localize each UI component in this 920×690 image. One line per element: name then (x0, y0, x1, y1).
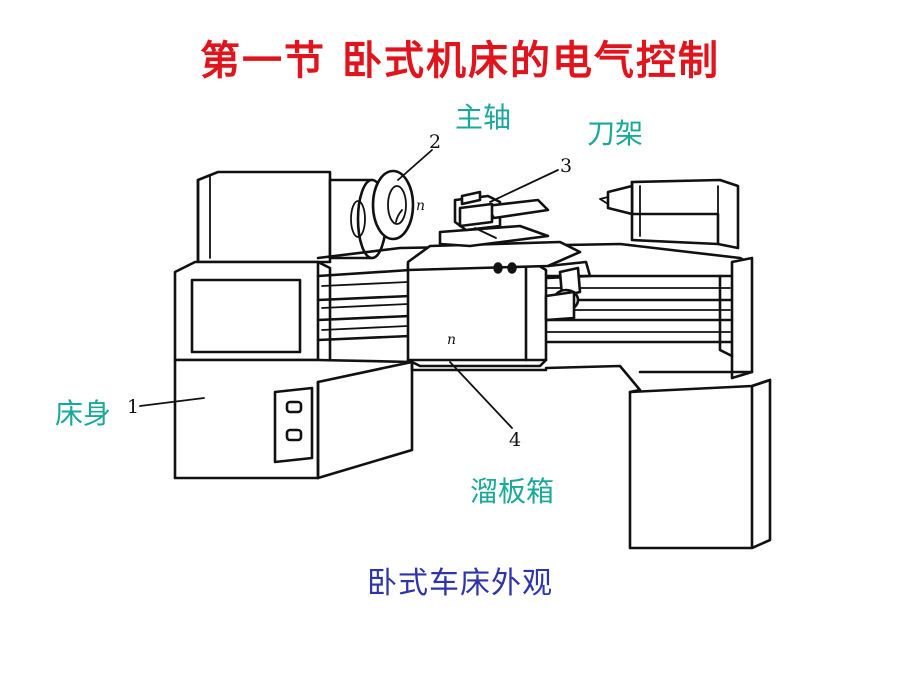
headstock-housing (196, 170, 332, 264)
leader-spindle (397, 149, 433, 181)
leader-tool-rest (489, 169, 559, 203)
label-apron: 溜板箱 (470, 475, 555, 508)
tailstock (630, 178, 740, 250)
lathe-drawing: n n 2 3 1 4 (127, 131, 772, 550)
spindle-chuck (371, 169, 415, 241)
callout-3: 3 (560, 155, 572, 177)
label-bed: 床身 (55, 397, 112, 430)
figure-caption: 卧式车床外观 (367, 566, 553, 601)
slide-title: 第一节 卧式机床的电气控制 (200, 37, 720, 84)
control-panel (273, 386, 314, 464)
callout-4: 4 (509, 429, 521, 451)
right-pedestal (628, 378, 772, 550)
callout-2: 2 (429, 131, 441, 153)
spindle-speed-symbol: n (416, 198, 425, 214)
label-tool-rest: 刀架 (587, 117, 644, 150)
left-gearbox (173, 260, 320, 362)
callout-1: 1 (127, 396, 139, 418)
leader-apron (449, 361, 513, 429)
carriage-saddle (406, 240, 582, 272)
bed-right-end (730, 256, 754, 380)
apron-speed-symbol: n (447, 332, 456, 348)
label-spindle: 主轴 (455, 101, 512, 134)
leader-bed (139, 397, 205, 407)
